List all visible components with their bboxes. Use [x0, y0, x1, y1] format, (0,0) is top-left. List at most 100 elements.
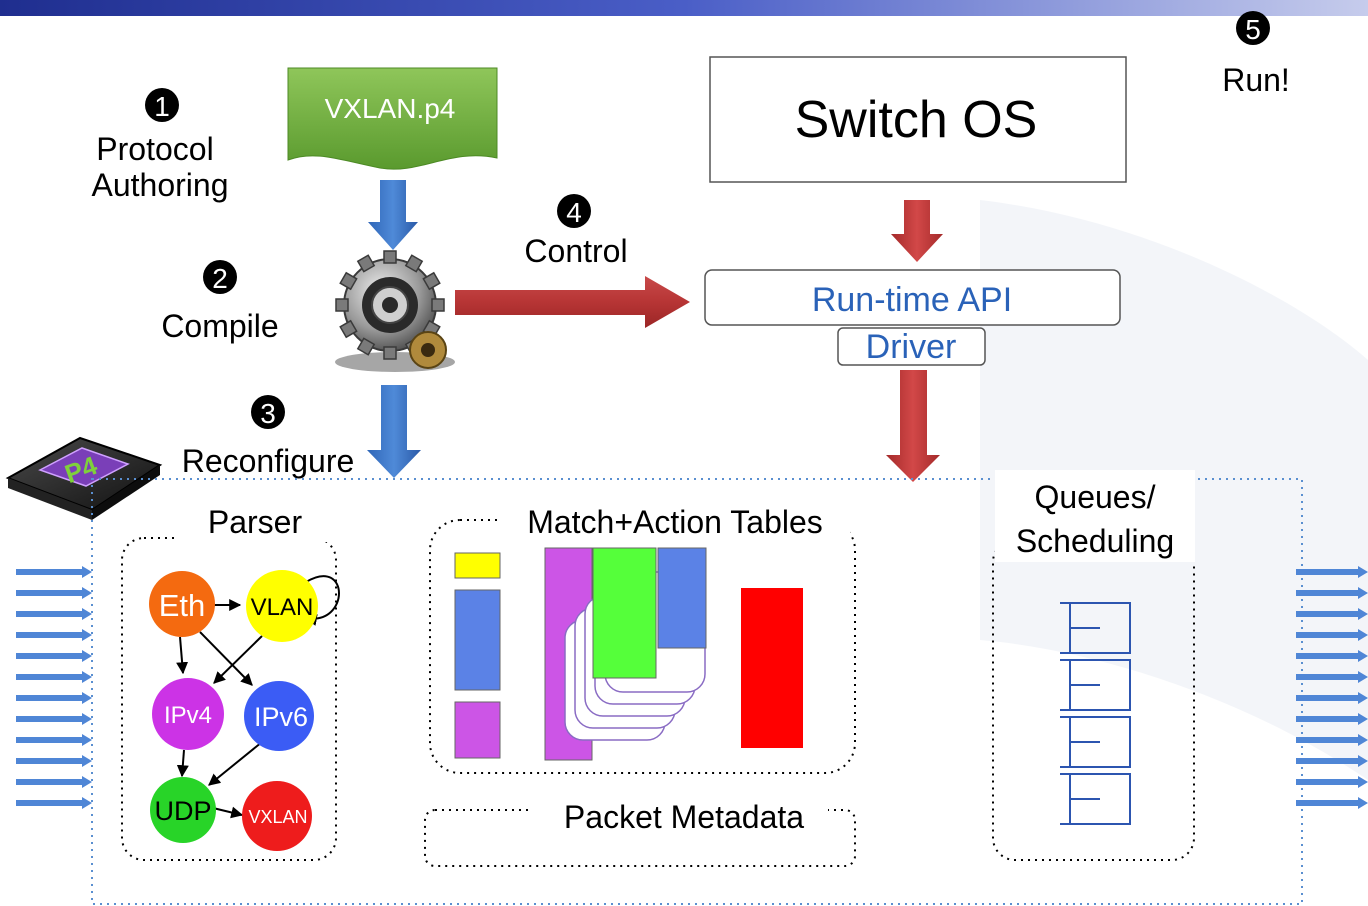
- table-red: [741, 588, 803, 748]
- output-arrow: [1296, 671, 1368, 683]
- arrow-os-to-api: [891, 200, 943, 262]
- table-blue-top: [657, 547, 707, 649]
- output-arrow: [1296, 797, 1368, 809]
- step-5: 5 Run!: [1222, 11, 1290, 98]
- node-ipv6: IPv6: [244, 681, 314, 751]
- switch-os-label: Switch OS: [795, 91, 1038, 149]
- output-arrow: [1296, 734, 1368, 746]
- step-1-number: 1: [154, 91, 170, 122]
- arrow-driver-to-target: [886, 370, 940, 482]
- output-arrow: [1296, 629, 1368, 641]
- queues-block: Queues/ Scheduling: [992, 470, 1195, 861]
- output-packet-arrows: [1296, 566, 1368, 809]
- input-arrow: [16, 650, 92, 662]
- step-5-badge: [1236, 11, 1270, 45]
- queue-icon: [1060, 659, 1131, 711]
- output-arrow: [1296, 755, 1368, 767]
- output-arrow: [1296, 650, 1368, 662]
- edge-ipv6-udp: [208, 741, 263, 786]
- packet-metadata-title-bg: [528, 790, 828, 836]
- match-action-title: Match+Action Tables: [527, 504, 823, 540]
- step-2-number: 2: [212, 263, 228, 294]
- input-arrow: [16, 608, 92, 620]
- match-action-block: Match+Action Tables: [429, 495, 856, 774]
- output-arrow: [1296, 608, 1368, 620]
- edge-eth-ipv4: [176, 636, 189, 675]
- table-blue-small: [454, 589, 501, 691]
- runtime-api-box[interactable]: Run-time API: [704, 269, 1121, 326]
- node-vxlan: VXLAN: [242, 781, 312, 851]
- output-arrow: [1296, 587, 1368, 599]
- parser-title-bg: [175, 500, 337, 542]
- driver-label: Driver: [866, 328, 957, 366]
- table-purple-small: [454, 701, 501, 759]
- parser-title: Parser: [208, 504, 303, 540]
- input-arrow: [16, 797, 92, 809]
- input-arrow: [16, 566, 92, 578]
- p4-file-document[interactable]: VXLAN.p4: [287, 67, 498, 170]
- node-udp: UDP: [150, 777, 216, 843]
- output-arrow: [1296, 566, 1368, 578]
- switch-os-box[interactable]: Switch OS: [709, 56, 1127, 183]
- input-arrow: [16, 629, 92, 641]
- step-5-number: 5: [1245, 14, 1261, 45]
- input-arrow: [16, 776, 92, 788]
- node-eth: Eth: [149, 571, 215, 637]
- queue-icon: [1060, 716, 1131, 768]
- arrow-compiler-to-api: [455, 276, 690, 328]
- queues-title-line2: Scheduling: [1016, 523, 1174, 559]
- step-2-label: Compile: [161, 308, 278, 344]
- edge-udp-vxlan: [212, 806, 244, 819]
- node-ipv6-label: IPv6: [254, 702, 308, 732]
- step-4: 4 Control: [524, 194, 628, 269]
- step-4-badge: [557, 194, 591, 228]
- packet-metadata-title: Packet Metadata: [564, 799, 804, 835]
- input-arrow: [16, 734, 92, 746]
- queues-title-bg: [995, 470, 1195, 562]
- input-arrow: [16, 713, 92, 725]
- output-arrow: [1296, 692, 1368, 704]
- step-3-badge: [251, 395, 285, 429]
- table-green: [592, 547, 657, 679]
- node-vxlan-label: VXLAN: [248, 807, 307, 827]
- compiler-gear-icon: [335, 250, 455, 372]
- p4-chip-logo: P4: [5, 436, 163, 520]
- queue-icons: [1060, 602, 1131, 825]
- packet-metadata-block: Packet Metadata: [424, 790, 856, 867]
- arrow-file-to-compiler: [368, 180, 418, 250]
- p4-file-name: VXLAN.p4: [325, 93, 456, 124]
- queues-title-line1: Queues/: [1035, 479, 1156, 515]
- input-arrow: [16, 587, 92, 599]
- node-vlan-label: VLAN: [251, 594, 314, 621]
- driver-box[interactable]: Driver: [837, 327, 986, 366]
- step-5-label: Run!: [1222, 62, 1290, 98]
- step-4-label: Control: [524, 233, 627, 269]
- step-3-number: 3: [260, 398, 276, 429]
- step-1-badge: [145, 88, 179, 122]
- input-arrow: [16, 692, 92, 704]
- runtime-api-label: Run-time API: [812, 281, 1012, 319]
- output-arrow: [1296, 713, 1368, 725]
- match-action-title-bg: [500, 495, 850, 541]
- step-2: 2 Compile: [161, 260, 279, 344]
- queue-icon: [1060, 602, 1131, 654]
- output-arrow: [1296, 776, 1368, 788]
- arrow-compiler-to-target: [367, 385, 421, 478]
- edge-vlan-ipv4: [213, 635, 263, 684]
- target-boundary: [91, 478, 1303, 905]
- input-arrow: [16, 671, 92, 683]
- parse-graph-edges: [176, 575, 340, 819]
- queue-icon: [1060, 773, 1131, 825]
- step-3: 3 Reconfigure: [182, 395, 354, 479]
- step-1-label-line1: Protocol: [96, 131, 213, 167]
- step-1-label-line2: Authoring: [92, 167, 229, 203]
- input-packet-arrows: [16, 566, 92, 809]
- header-bar: [0, 0, 1368, 16]
- document-shape: [287, 67, 498, 170]
- edge-eth-ipv6: [199, 631, 253, 686]
- node-eth-label: Eth: [159, 588, 206, 623]
- step-1: 1 Protocol Authoring: [92, 88, 229, 203]
- input-arrow: [16, 755, 92, 767]
